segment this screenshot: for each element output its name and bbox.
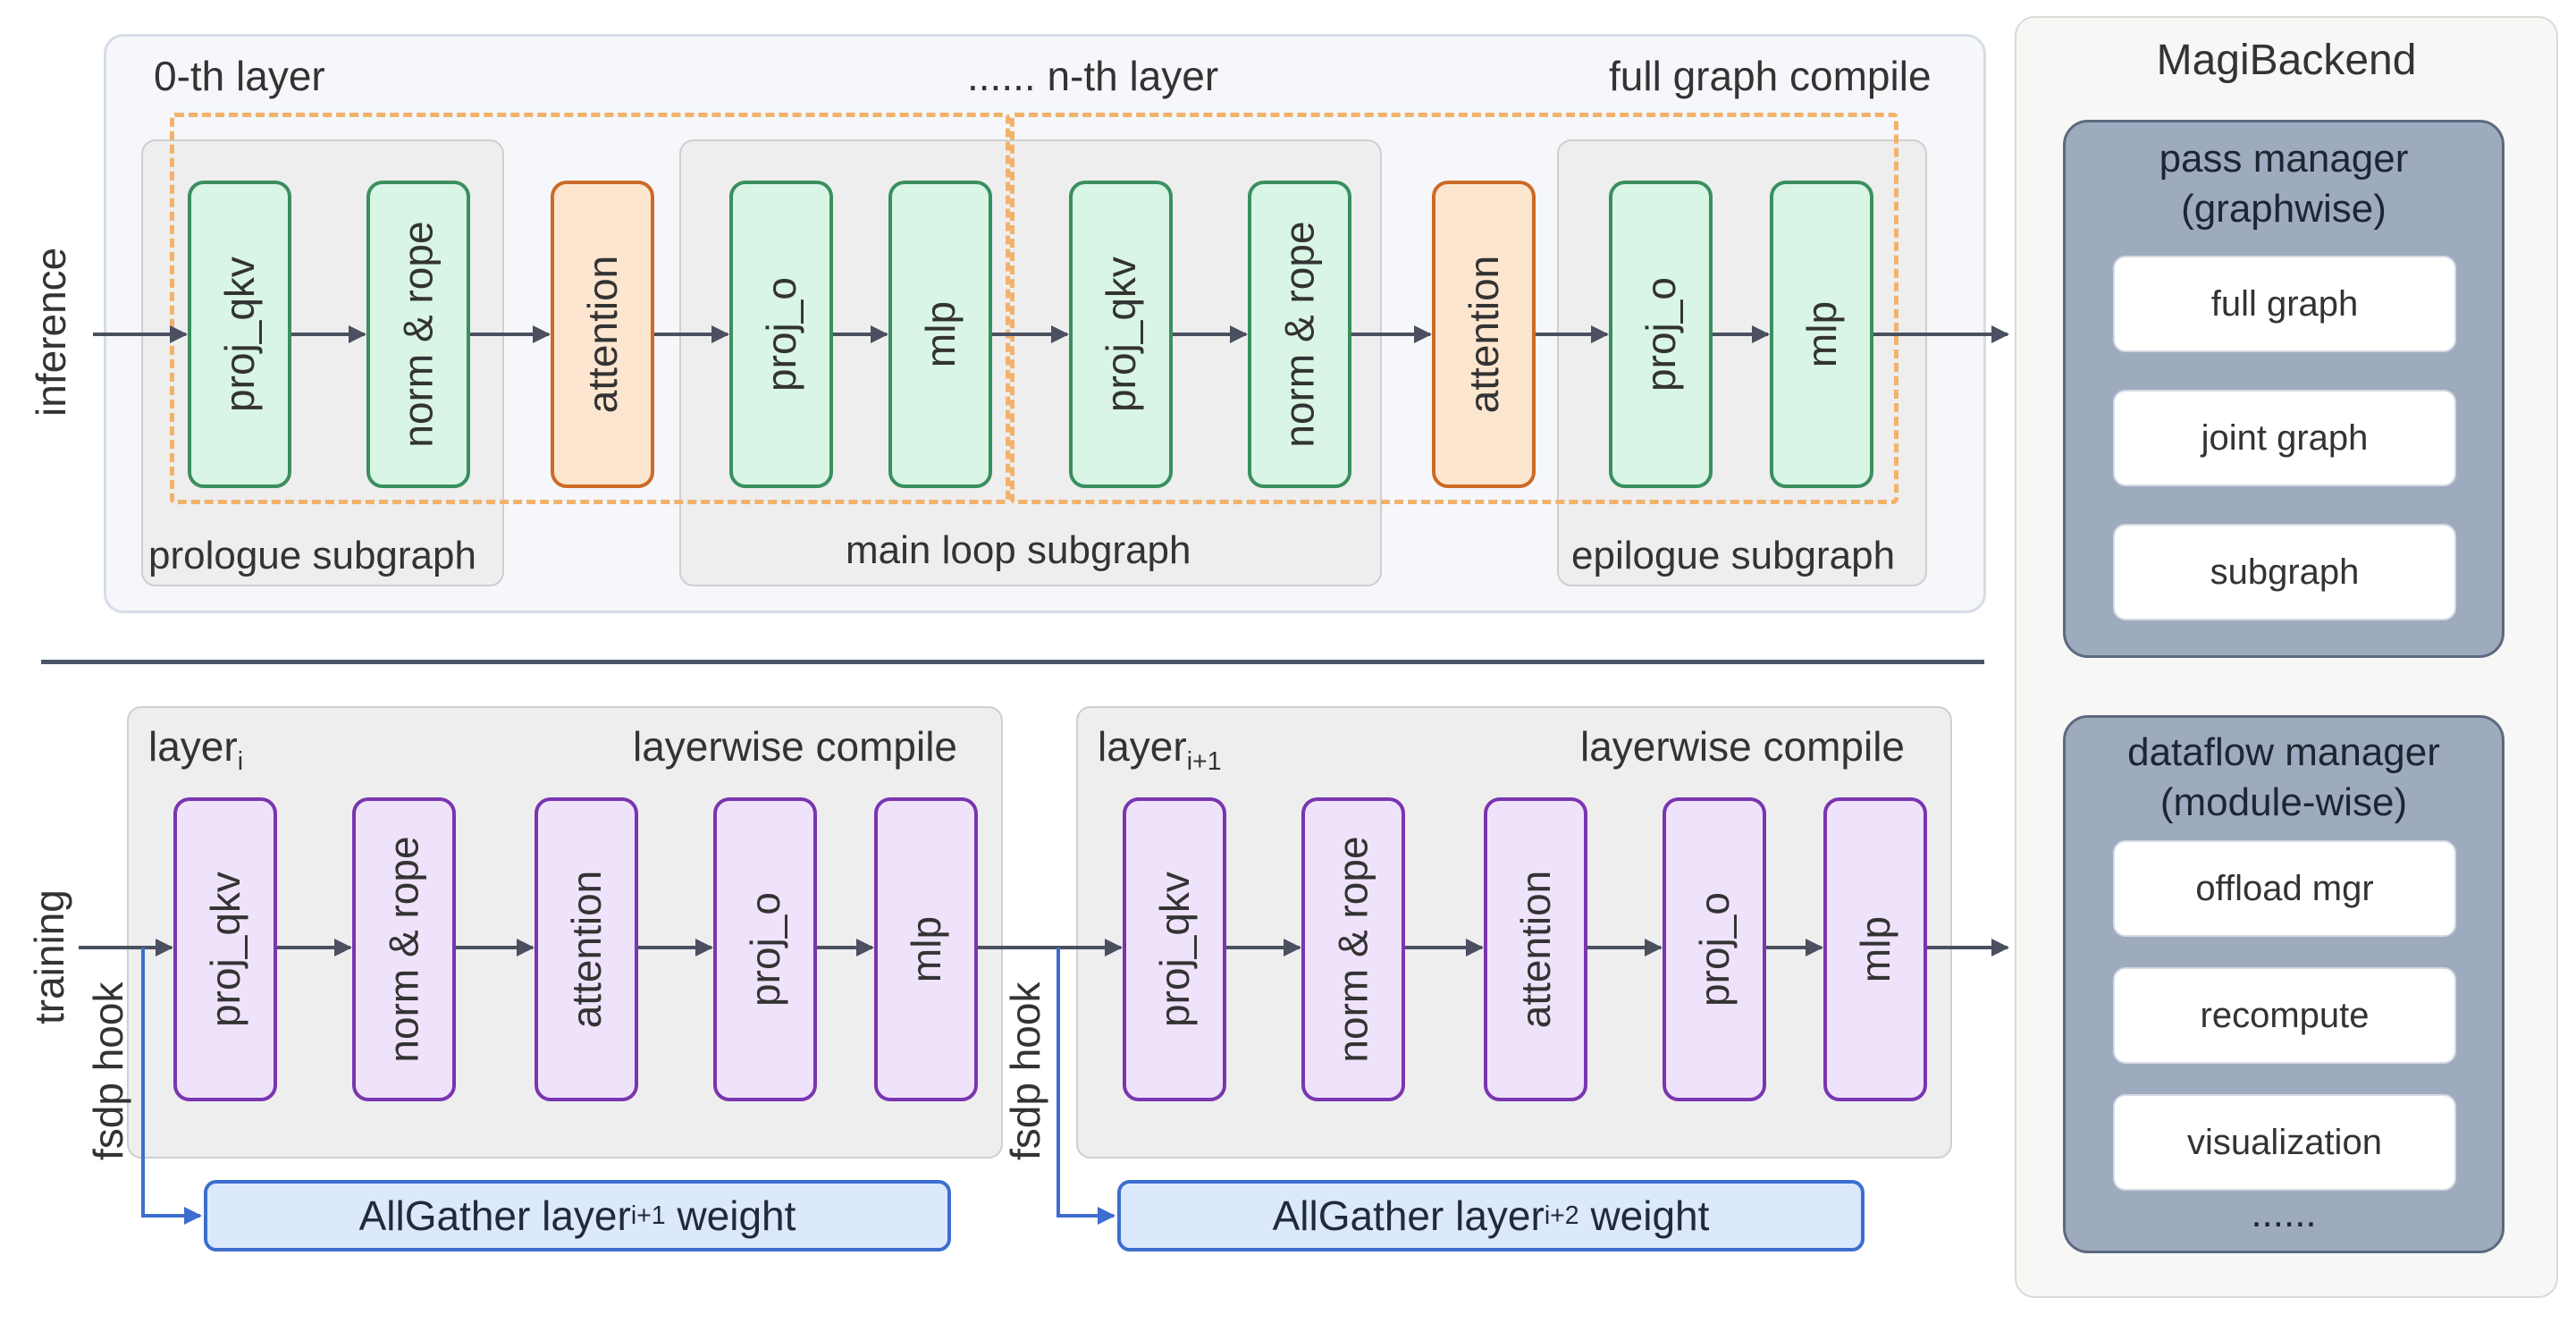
inference-title-left: 0-th layer [154,53,325,99]
inference-block-2: norm & rope [366,181,470,488]
dataflow-manager-title-line1: dataflow manager [2127,730,2440,774]
epilogue-subgraph-label: epilogue subgraph [1571,534,1896,577]
dataflow-manager-item-offload-mgr: offload mgr [2113,840,2456,937]
pass-manager-item-full-graph: full graph [2113,256,2456,352]
training-layer-i-title: layeri [148,723,244,776]
dataflow-manager-title-line2: (module-wise) [2159,780,2408,824]
training-layer-i1-compile-label: layerwise compile [1580,723,1906,770]
fsdp-hook-branch-1 [141,948,202,1225]
pass-manager-item-subgraph: subgraph [2113,524,2456,620]
inference-title-mid: ...... n-th layer [967,53,1219,99]
magi-backend-title: MagiBackend [2156,37,2417,84]
training-layer-2-block-1: proj_qkv [1123,797,1226,1101]
training-layer-1-block-5: mlp [874,797,978,1101]
training-layer-i-compile-label: layerwise compile [633,723,958,770]
inference-block-5: mlp [888,181,992,488]
pass-manager-title-line2: (graphwise) [2181,187,2387,231]
training-layer-2-block-5: mlp [1823,797,1927,1101]
section-divider [41,660,1984,664]
training-layer-1-block-2: norm & rope [352,797,456,1101]
training-layer-2-block-3: attention [1484,797,1587,1101]
training-layer-1-block-4: proj_o [713,797,817,1101]
inference-block-4: proj_o [729,181,833,488]
training-layer-i1-title: layeri+1 [1098,723,1222,776]
training-layer-1-block-1: proj_qkv [173,797,277,1101]
inference-block-9: proj_o [1609,181,1713,488]
pass-manager-title-line1: pass manager [2159,137,2409,181]
inference-block-10: mlp [1770,181,1873,488]
inference-block-6: proj_qkv [1069,181,1173,488]
dataflow-manager-item-visualization: visualization [2113,1094,2456,1191]
main-loop-subgraph-label: main loop subgraph [846,528,1191,572]
dashed-outline-layer-n [1010,113,1898,504]
training-layer-2-block-4: proj_o [1663,797,1766,1101]
inference-block-7: norm & rope [1248,181,1351,488]
pass-manager-item-joint-graph: joint graph [2113,390,2456,486]
prologue-subgraph-label: prologue subgraph [148,534,476,577]
inference-block-1: proj_qkv [188,181,291,488]
inference-block-3: attention [551,181,654,488]
dataflow-manager-more: ...... [2251,1192,2317,1235]
training-layer-1-block-3: attention [535,797,638,1101]
inference-block-8: attention [1432,181,1536,488]
inference-title-right: full graph compile [1609,53,1932,99]
training-layer-2-block-2: norm & rope [1301,797,1405,1101]
dataflow-manager-item-recompute: recompute [2113,967,2456,1064]
dashed-outline-layer-0 [170,113,1010,504]
fsdp-hook-branch-2 [1056,948,1115,1225]
